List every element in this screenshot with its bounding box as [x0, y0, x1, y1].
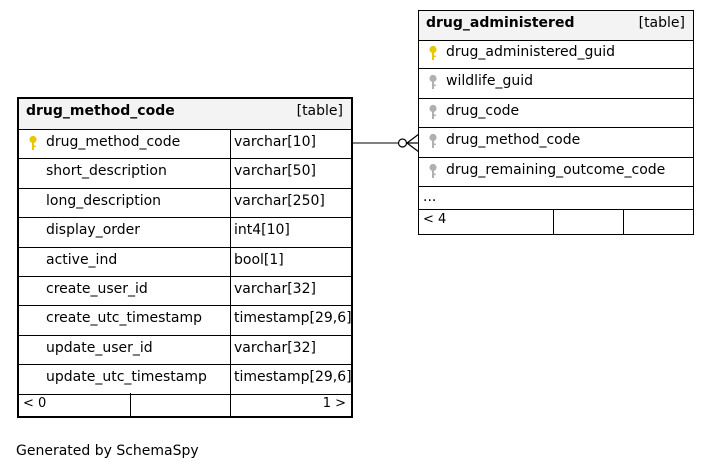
table-type-label: [table] [638, 15, 685, 31]
column-type: int4[10] [234, 222, 290, 239]
column-name: update_utc_timestamp [46, 369, 207, 386]
table-row[interactable]: drug_method_code [419, 128, 693, 158]
footer-parents-count: 1 > [322, 396, 346, 411]
table-row[interactable]: drug_method_code varchar[10] [19, 130, 351, 160]
column-name: short_description [46, 163, 167, 180]
column-type: timestamp[29,6] [234, 310, 352, 327]
column-name: drug_administered_guid [446, 44, 616, 60]
table-row[interactable]: short_description varchar[50] [19, 159, 351, 189]
table-drug-method-code[interactable]: drug_method_code [table] drug_method_cod… [17, 97, 353, 418]
table-row[interactable]: create_user_id varchar[32] [19, 277, 351, 307]
column-name: create_utc_timestamp [46, 310, 203, 327]
column-type: varchar[32] [234, 339, 316, 356]
table-row[interactable]: drug_administered_guid [419, 40, 693, 70]
foreign-key-icon [429, 163, 437, 178]
table-row[interactable]: drug_remaining_outcome_code [419, 158, 693, 187]
table-row[interactable]: update_user_id varchar[32] [19, 336, 351, 366]
column-divider [230, 130, 231, 418]
column-name: wildlife_guid [446, 73, 533, 90]
column-name: drug_method_code [446, 132, 581, 149]
table-row[interactable]: update_utc_timestamp timestamp[29,6] [19, 365, 352, 395]
table-name: drug_administered [426, 15, 575, 31]
crowfoot-lower [406, 142, 420, 153]
column-name: display_order [46, 222, 141, 239]
column-type: bool[1] [234, 251, 284, 268]
foreign-key-icon [429, 104, 437, 119]
zero-optional-marker [397, 138, 408, 148]
table-row[interactable]: active_ind bool[1] [19, 248, 351, 277]
table-row[interactable]: wildlife_guid [419, 69, 693, 99]
column-name: active_ind [46, 251, 118, 268]
ellipsis-text: ... [423, 189, 437, 205]
footer-children-count: < 4 [423, 212, 447, 227]
footer-children-count: < 0 [23, 396, 47, 411]
crowfoot-upper [406, 133, 420, 144]
table-row[interactable]: create_utc_timestamp timestamp[29,6] [19, 306, 352, 336]
column-type: varchar[10] [234, 134, 316, 150]
table-row[interactable]: long_description varchar[250] [19, 189, 351, 219]
table-row[interactable]: drug_code [419, 99, 693, 129]
column-type: varchar[50] [234, 163, 316, 180]
column-type: varchar[32] [234, 281, 316, 297]
table-header: drug_method_code [table] [19, 99, 351, 130]
table-header: drug_administered [table] [419, 11, 693, 41]
table-name: drug_method_code [26, 103, 175, 119]
column-name: long_description [46, 192, 162, 209]
column-name: drug_remaining_outcome_code [446, 161, 666, 178]
foreign-key-icon [429, 134, 437, 149]
column-name: create_user_id [46, 281, 148, 297]
primary-key-icon [429, 45, 437, 60]
table-row-ellipsis: ... [419, 187, 693, 210]
footer-divider-right [623, 210, 624, 235]
column-name: update_user_id [46, 339, 153, 356]
foreign-key-icon [429, 75, 437, 90]
footer-divider-left [130, 393, 131, 418]
column-name: drug_method_code [46, 134, 181, 150]
column-type: timestamp[29,6] [234, 369, 352, 386]
column-name: drug_code [446, 102, 520, 119]
footer-divider-left [553, 210, 554, 235]
column-type: varchar[250] [234, 192, 325, 209]
primary-key-icon [29, 135, 37, 150]
generator-credit: Generated by SchemaSpy [16, 443, 199, 459]
table-type-label: [table] [296, 103, 343, 119]
table-row[interactable]: display_order int4[10] [19, 218, 351, 248]
table-drug-administered[interactable]: drug_administered [table] drug_administe… [418, 10, 694, 235]
